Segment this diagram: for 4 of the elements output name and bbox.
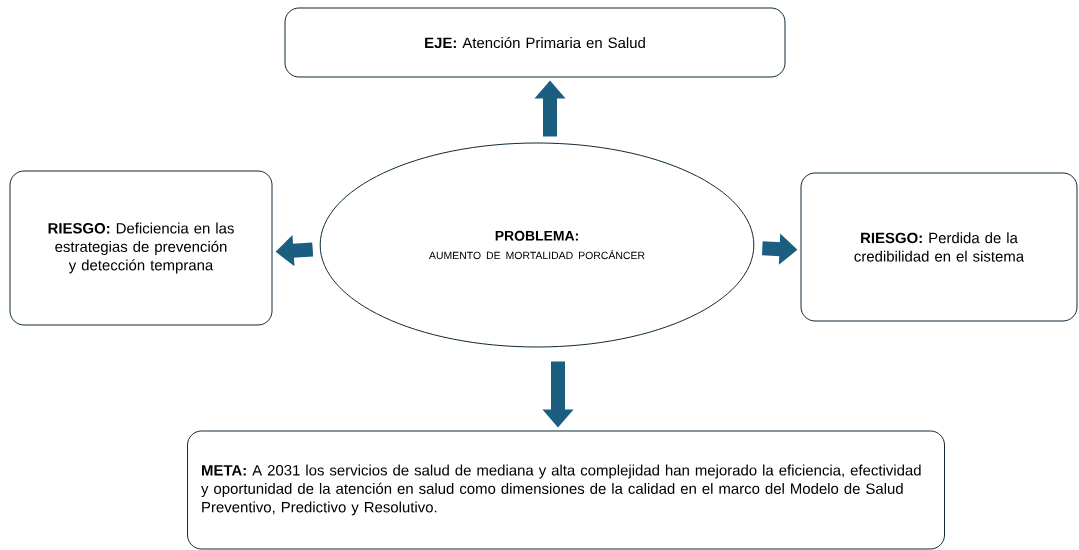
text-box: META: A 2031 los servicios de salud de mediana y alta complejidad han mejorado la eficiencia, efectividad y oportunidad de la atención en salud como dimensiones de la calidad en el marco del Modelo de Salud Preventivo, Predictivo y Resolutivo. — [187, 430, 945, 550]
text-box: RIESGO: Perdida de la credibilidad en el sistema — [800, 172, 1078, 322]
text-box: EJE: Atención Primaria en Salud — [284, 7, 786, 78]
text-box: RIESGO: Deficiencia en las estrategias de prevención y detección temprana — [9, 170, 273, 326]
